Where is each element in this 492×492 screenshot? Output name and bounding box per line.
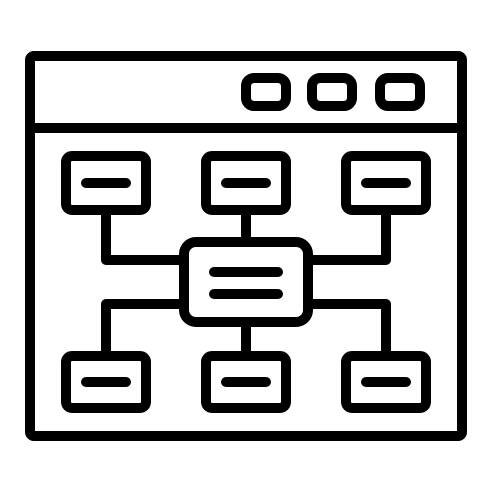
- window-controls: [241, 73, 425, 111]
- center-node: [179, 237, 313, 327]
- sitemap-connectors: [101, 210, 391, 356]
- browser-window: [25, 51, 467, 441]
- window-control-button: [375, 73, 425, 111]
- connector-bottom-left: [101, 299, 184, 356]
- window-frame: [25, 51, 467, 441]
- connector-bottom-right: [308, 299, 391, 356]
- window-control-button: [241, 73, 291, 111]
- connector-top-left: [101, 210, 184, 265]
- connector-top-right: [308, 210, 391, 265]
- sitemap-node-center: [179, 237, 313, 327]
- window-control-button: [307, 73, 357, 111]
- bottom-nodes: [61, 351, 431, 413]
